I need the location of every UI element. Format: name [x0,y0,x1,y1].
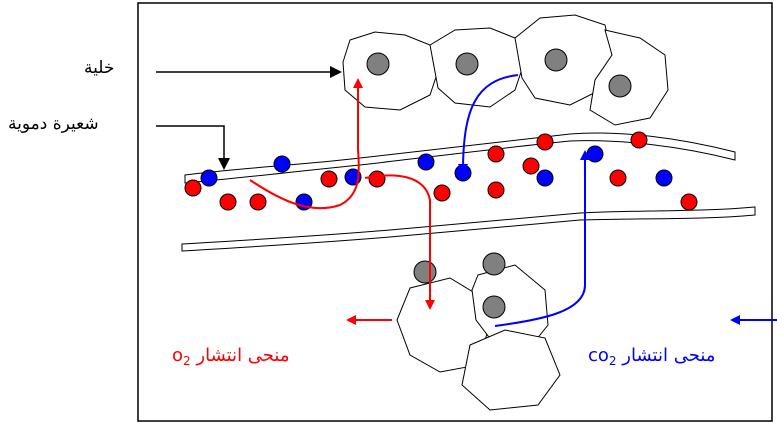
o2-molecule [320,170,338,188]
oxygen-molecules [184,131,698,211]
nucleus [413,260,437,284]
top-cells [342,14,669,126]
nucleus [608,74,632,98]
o2-molecule [487,145,505,163]
co2-path-from-top-cell [458,74,519,174]
nucleus [366,52,390,76]
cell-label: خلية [84,58,114,78]
top-nuclei [366,48,632,98]
nucleus [482,295,506,319]
co2-path-from-bottom-cell [494,150,590,327]
capillary-lower-wall [181,206,756,252]
o2-molecule [249,193,267,211]
o2-subscript: 2 [183,354,191,368]
cell-4 [589,29,669,126]
nucleus [482,252,506,276]
co2-molecule [655,169,673,187]
o2-molecule [433,184,451,202]
o2-base: o [172,345,184,366]
o2-molecule [680,193,698,211]
o2-gradient-text: منحى انتشار [196,345,290,366]
o2-molecule [609,169,627,187]
o2-path-to-bottom-cell [364,174,435,310]
co2-molecule [586,145,604,163]
co2-base: co [588,345,609,366]
co2-formula: co2 [588,345,617,368]
co2-molecule [417,153,435,171]
co2-gradient-text: منحى انتشار [622,345,716,366]
capillary-upper-wall [184,132,736,184]
co2-subscript: 2 [608,354,617,368]
o2-molecule [536,133,554,151]
o2-molecule [368,170,386,188]
o2-molecule [219,193,237,211]
cell-7 [461,329,561,411]
o2-diffusion-label: منحى انتشار o2 [172,345,289,368]
co2-molecule [273,155,291,173]
capillary-pointer-arrow [156,125,230,170]
nucleus [544,48,568,72]
cell-label-text: خلية [84,58,115,78]
o2-formula: o2 [172,345,191,368]
co2-diffusion-label: منحى انتشار co2 [588,345,715,368]
co2-molecule [200,169,218,187]
o2-path-to-top-cell [249,78,363,210]
o2-molecule [487,181,505,199]
o2-molecule [630,131,648,149]
bottom-nuclei [413,252,506,319]
capillary-label-text: شعيرة دموية [8,114,99,134]
capillary-wall [181,132,756,252]
o2-molecule [184,179,202,197]
o2-molecule [522,157,540,175]
cell-1 [342,31,441,111]
bottom-cells [396,264,561,411]
capillary-label: شعيرة دموية [8,114,99,134]
diagram-frame [137,2,773,422]
nucleus [455,52,479,76]
co2-molecule [536,169,554,187]
